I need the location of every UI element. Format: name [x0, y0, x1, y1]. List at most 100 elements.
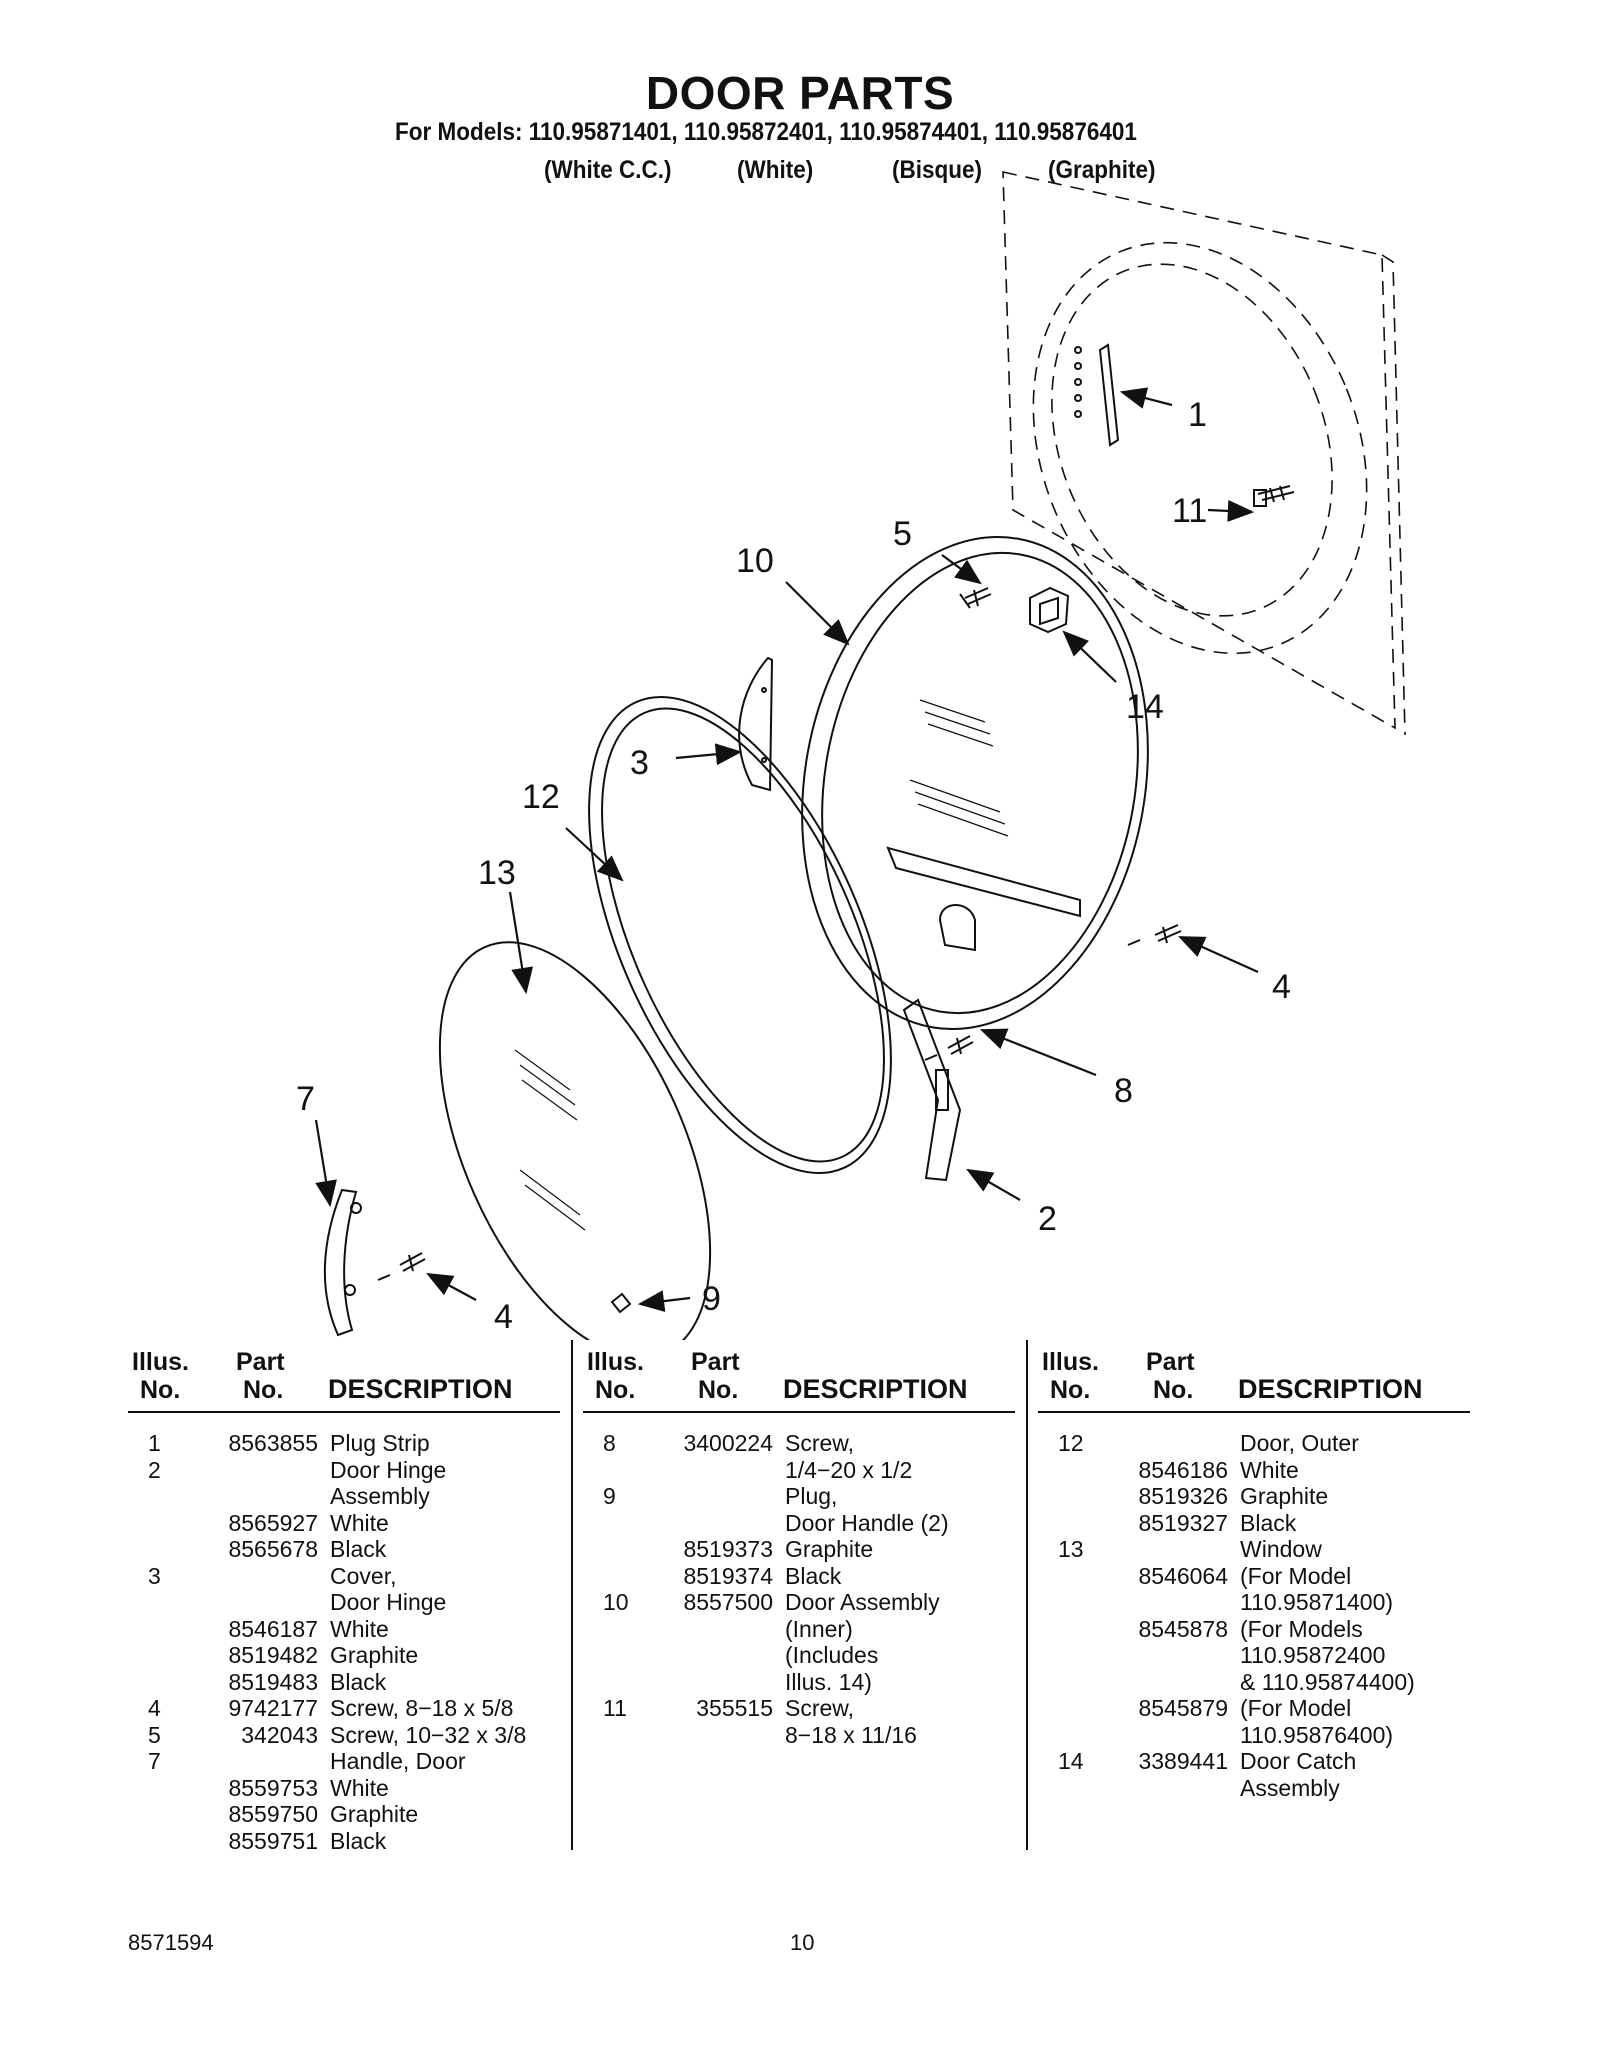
table-cell-desc: Graphite [785, 1536, 874, 1562]
door-hinge-part [902, 998, 962, 1182]
table-cell-part: 8519483 [228, 1668, 318, 1695]
table-cell-desc: 1/4−20 x 1/2 [785, 1456, 913, 1483]
window-part [438, 941, 712, 1340]
doc-number: 8571594 [128, 1930, 214, 1955]
callout-label: 9 [702, 1280, 721, 1318]
table-cell-desc: Plug, [785, 1483, 838, 1509]
callout-label: 4 [1272, 968, 1291, 1006]
table-cell-desc: Handle, Door [330, 1748, 466, 1774]
table-cell-desc: Door Handle (2) [785, 1509, 949, 1536]
table-cell-part: 8545878 [1138, 1615, 1228, 1642]
table-header-cell: DESCRIPTION [783, 1374, 968, 1404]
table-cell-desc: 110.95876400) [1240, 1721, 1394, 1748]
callout-label: 11 [1172, 492, 1207, 530]
table-header-cell: Part [691, 1348, 740, 1376]
screw-11-part [1253, 485, 1295, 507]
table-cell-desc: Black [1240, 1509, 1297, 1536]
table-cell-desc: White [330, 1615, 389, 1642]
table-cell-desc: (Inner) [785, 1615, 853, 1642]
table-cell-part: 8519326 [1138, 1483, 1228, 1509]
callout-label: 13 [478, 854, 516, 892]
table-cell-illus: 12 [1058, 1430, 1084, 1456]
door-catch-part [1029, 586, 1070, 634]
callout-label: 1 [1188, 396, 1207, 434]
table-cell-illus: 7 [148, 1748, 161, 1774]
screw-4-right-part [1127, 924, 1182, 946]
color-label: (White) [737, 156, 814, 184]
table-cell-desc: Black [330, 1827, 387, 1854]
callout-leaders [314, 387, 1259, 1313]
table-cell-desc: (Includes [785, 1642, 879, 1668]
table-header-cell: DESCRIPTION [1238, 1374, 1423, 1404]
callout-label: 14 [1126, 688, 1164, 726]
screw-5-part [959, 587, 992, 609]
table-cell-desc: Graphite [1240, 1483, 1329, 1509]
callout-label: 4 [494, 1298, 513, 1336]
table-header-cell: No. [1153, 1376, 1194, 1404]
column-divider [1026, 1340, 1028, 1850]
table-cell-illus: 8 [603, 1430, 616, 1456]
models-line: For Models: 110.95871401, 110.95872401, … [395, 118, 1137, 146]
table-cell-illus: 11 [603, 1695, 627, 1721]
table-cell-illus: 10 [603, 1589, 629, 1615]
table-cell-part: 9742177 [228, 1695, 318, 1721]
table-header-rule [1038, 1411, 1470, 1413]
color-label: (Bisque) [892, 156, 982, 184]
table-header-cell: Illus. [132, 1348, 189, 1376]
table-cell-illus: 4 [148, 1695, 161, 1721]
table-cell-part: 8559750 [228, 1801, 318, 1827]
table-header-rule [583, 1411, 1015, 1413]
plug-strip-part [1074, 343, 1120, 447]
table-cell-part: 8545879 [1138, 1695, 1228, 1721]
screw-8-part [924, 1035, 974, 1061]
table-cell-part: 3389441 [1138, 1748, 1228, 1774]
outer-door-ring-part [588, 695, 892, 1175]
table-header-cell: No. [1050, 1376, 1091, 1404]
table-cell-part: 8565927 [228, 1509, 318, 1536]
plug-9-part [610, 1292, 632, 1314]
screw-4-left-part [377, 1252, 426, 1281]
table-cell-desc: & 110.95874400) [1240, 1668, 1415, 1695]
dryer-front-panel [1002, 170, 1406, 736]
table-cell-desc: Door, Outer [1240, 1430, 1359, 1456]
table-cell-illus: 3 [148, 1562, 161, 1589]
table-cell-desc: Assembly [1240, 1774, 1340, 1801]
table-cell-desc: Screw, 8−18 x 5/8 [330, 1695, 514, 1721]
table-header-cell: No. [698, 1376, 739, 1404]
callout-label: 2 [1038, 1200, 1057, 1238]
table-cell-desc: Screw, [785, 1430, 855, 1456]
table-cell-desc: (For Model [1240, 1562, 1352, 1589]
table-cell-desc: Graphite [330, 1801, 419, 1827]
color-label: (Graphite) [1048, 156, 1156, 184]
table-cell-desc: Black [785, 1562, 842, 1589]
table-header-cell: DESCRIPTION [328, 1374, 513, 1404]
table-cell-illus: 2 [148, 1456, 161, 1483]
table-header-cell: No. [243, 1376, 284, 1404]
table-cell-desc: 110.95871400) [1240, 1589, 1394, 1615]
callout-label: 5 [893, 515, 912, 553]
table-cell-desc: Door Hinge [330, 1589, 447, 1615]
color-label: (White C.C.) [544, 156, 672, 184]
table-cell-desc: Window [1240, 1536, 1322, 1562]
table-cell-part: 8559753 [228, 1774, 318, 1801]
table-header-cell: No. [140, 1376, 181, 1404]
table-cell-illus: 1 [148, 1430, 161, 1456]
table-cell-part: 355515 [696, 1695, 773, 1721]
table-header-cell: Illus. [587, 1348, 644, 1376]
callout-label: 3 [630, 744, 649, 782]
page-title: DOOR PARTS [645, 67, 955, 119]
table-cell-desc: Graphite [330, 1642, 419, 1668]
table-header-cell: Part [1146, 1348, 1195, 1376]
table-cell-desc: Black [330, 1536, 387, 1562]
callout-label: 12 [522, 778, 560, 816]
table-cell-part: 8546186 [1138, 1456, 1228, 1483]
table-cell-desc: (For Model [1240, 1695, 1352, 1721]
table-cell-desc: Door Catch [1240, 1748, 1357, 1774]
table-cell-desc: Illus. 14) [785, 1668, 872, 1695]
table-cell-illus: 13 [1058, 1536, 1084, 1562]
table-cell-part: 8519373 [683, 1536, 773, 1562]
table-cell-illus: 14 [1058, 1748, 1084, 1774]
exploded-parts-diagram: 1 11 5 10 14 3 12 13 4 8 7 2 4 9 [296, 170, 1406, 1340]
table-cell-part: 8519327 [1138, 1509, 1228, 1536]
table-cell-desc: Door Hinge [330, 1456, 447, 1483]
